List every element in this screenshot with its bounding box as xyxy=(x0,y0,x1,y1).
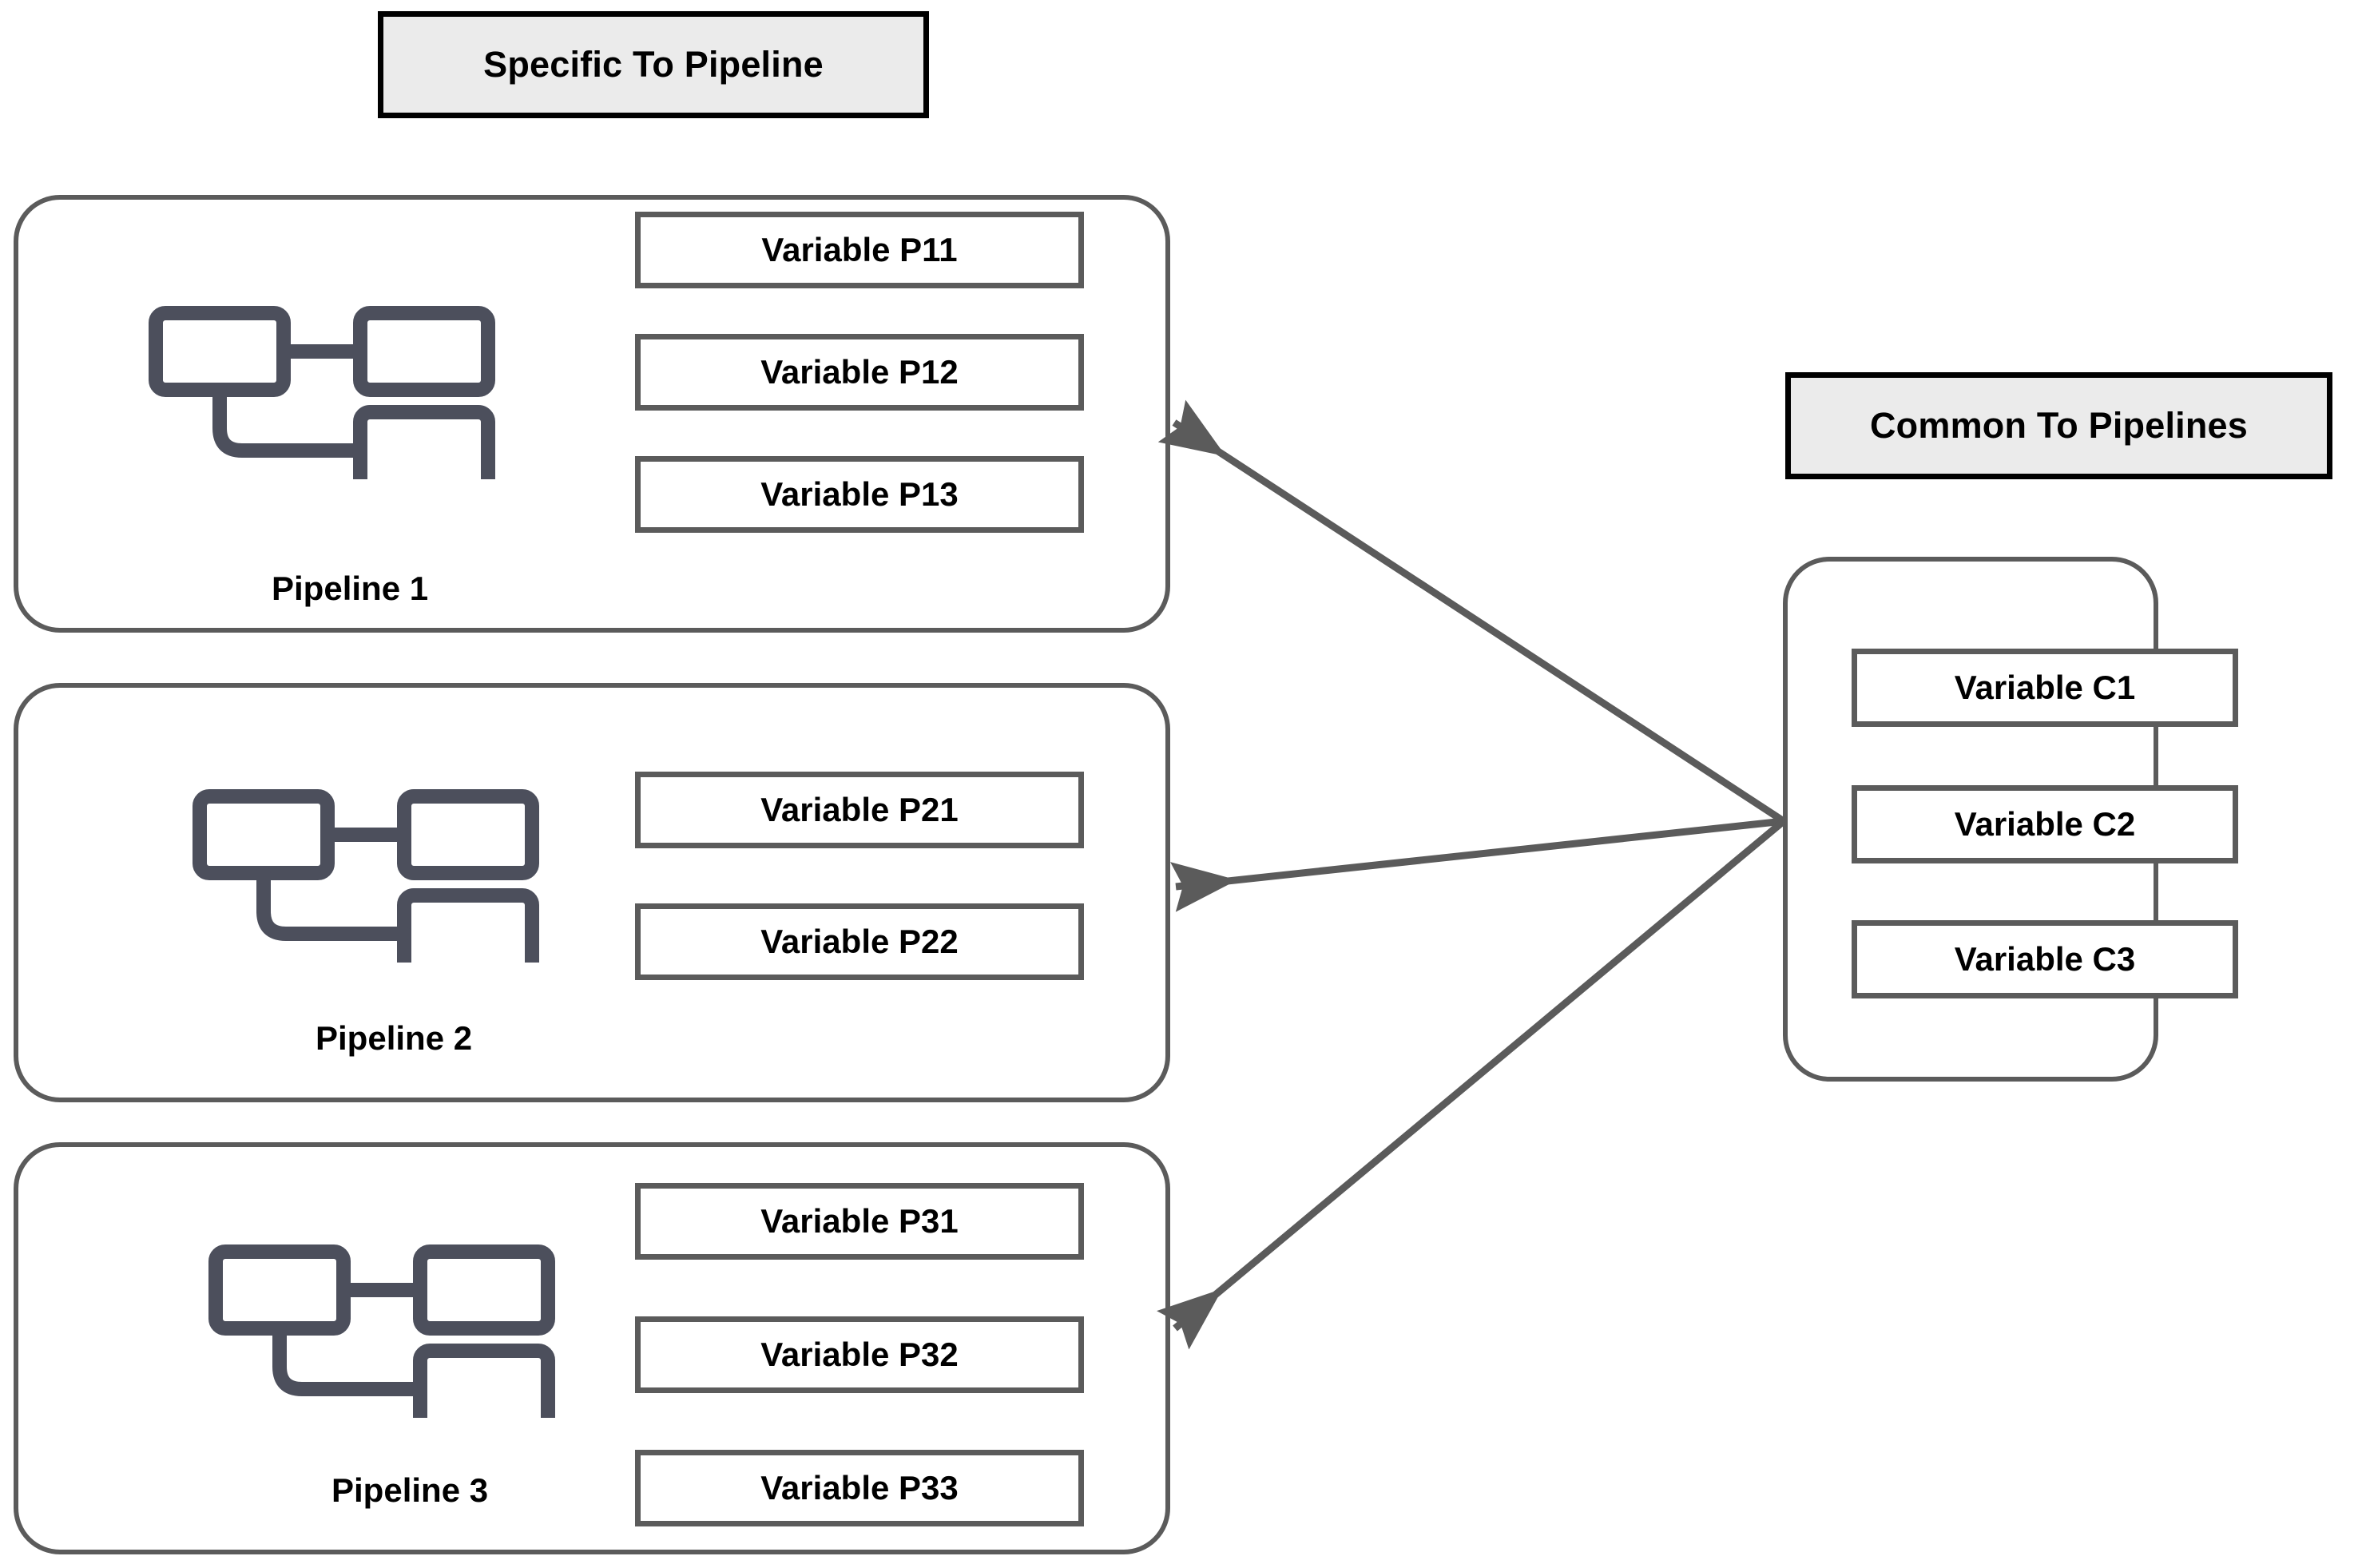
header-specific-label: Specific To Pipeline xyxy=(483,44,824,85)
pipeline-2-panel[interactable] xyxy=(14,683,1170,1102)
variable-chip-p22-label: Variable P22 xyxy=(760,923,959,960)
variable-chip-c1[interactable]: Variable C1 xyxy=(1852,649,2238,727)
variable-chip-p21-label: Variable P21 xyxy=(760,791,959,828)
variable-chip-p11[interactable]: Variable P11 xyxy=(635,212,1084,288)
header-common-to-pipelines: Common To Pipelines xyxy=(1785,372,2332,479)
variable-chip-c3-label: Variable C3 xyxy=(1954,940,2136,978)
header-specific-to-pipeline: Specific To Pipeline xyxy=(378,11,929,118)
variable-chip-p32-label: Variable P32 xyxy=(760,1336,959,1373)
variable-chip-p31[interactable]: Variable P31 xyxy=(635,1183,1084,1260)
variable-chip-p22[interactable]: Variable P22 xyxy=(635,903,1084,980)
variable-chip-p12[interactable]: Variable P12 xyxy=(635,334,1084,411)
pipeline-hierarchy-icon xyxy=(190,787,542,979)
arrow-common-to-pipeline-2 xyxy=(1170,817,1784,912)
variable-chip-p21[interactable]: Variable P21 xyxy=(635,772,1084,848)
variable-chip-c2-label: Variable C2 xyxy=(1954,805,2136,843)
variable-chip-c3[interactable]: Variable C3 xyxy=(1852,920,2238,998)
pipeline-2-label: Pipeline 2 xyxy=(316,1019,473,1057)
pipeline-hierarchy-icon xyxy=(146,304,498,496)
pipeline-3-label: Pipeline 3 xyxy=(331,1471,489,1509)
arrow-common-to-pipeline-1 xyxy=(1157,399,1786,824)
variable-chip-p11-label: Variable P11 xyxy=(761,231,958,268)
variable-chip-p32[interactable]: Variable P32 xyxy=(635,1316,1084,1393)
header-common-label: Common To Pipelines xyxy=(1869,405,2248,446)
variable-chip-p12-label: Variable P12 xyxy=(760,353,959,391)
pipeline-hierarchy-icon xyxy=(206,1242,558,1435)
variable-chip-c2[interactable]: Variable C2 xyxy=(1852,785,2238,863)
variable-chip-c1-label: Variable C1 xyxy=(1954,669,2136,706)
variable-chip-p33-label: Variable P33 xyxy=(760,1469,959,1506)
arrow-common-to-pipeline-3 xyxy=(1157,818,1786,1350)
variable-chip-p13-label: Variable P13 xyxy=(760,475,959,513)
pipeline-1-label: Pipeline 1 xyxy=(272,570,429,607)
variable-chip-p33[interactable]: Variable P33 xyxy=(635,1450,1084,1526)
variable-chip-p13[interactable]: Variable P13 xyxy=(635,456,1084,533)
variable-chip-p31-label: Variable P31 xyxy=(760,1202,959,1240)
